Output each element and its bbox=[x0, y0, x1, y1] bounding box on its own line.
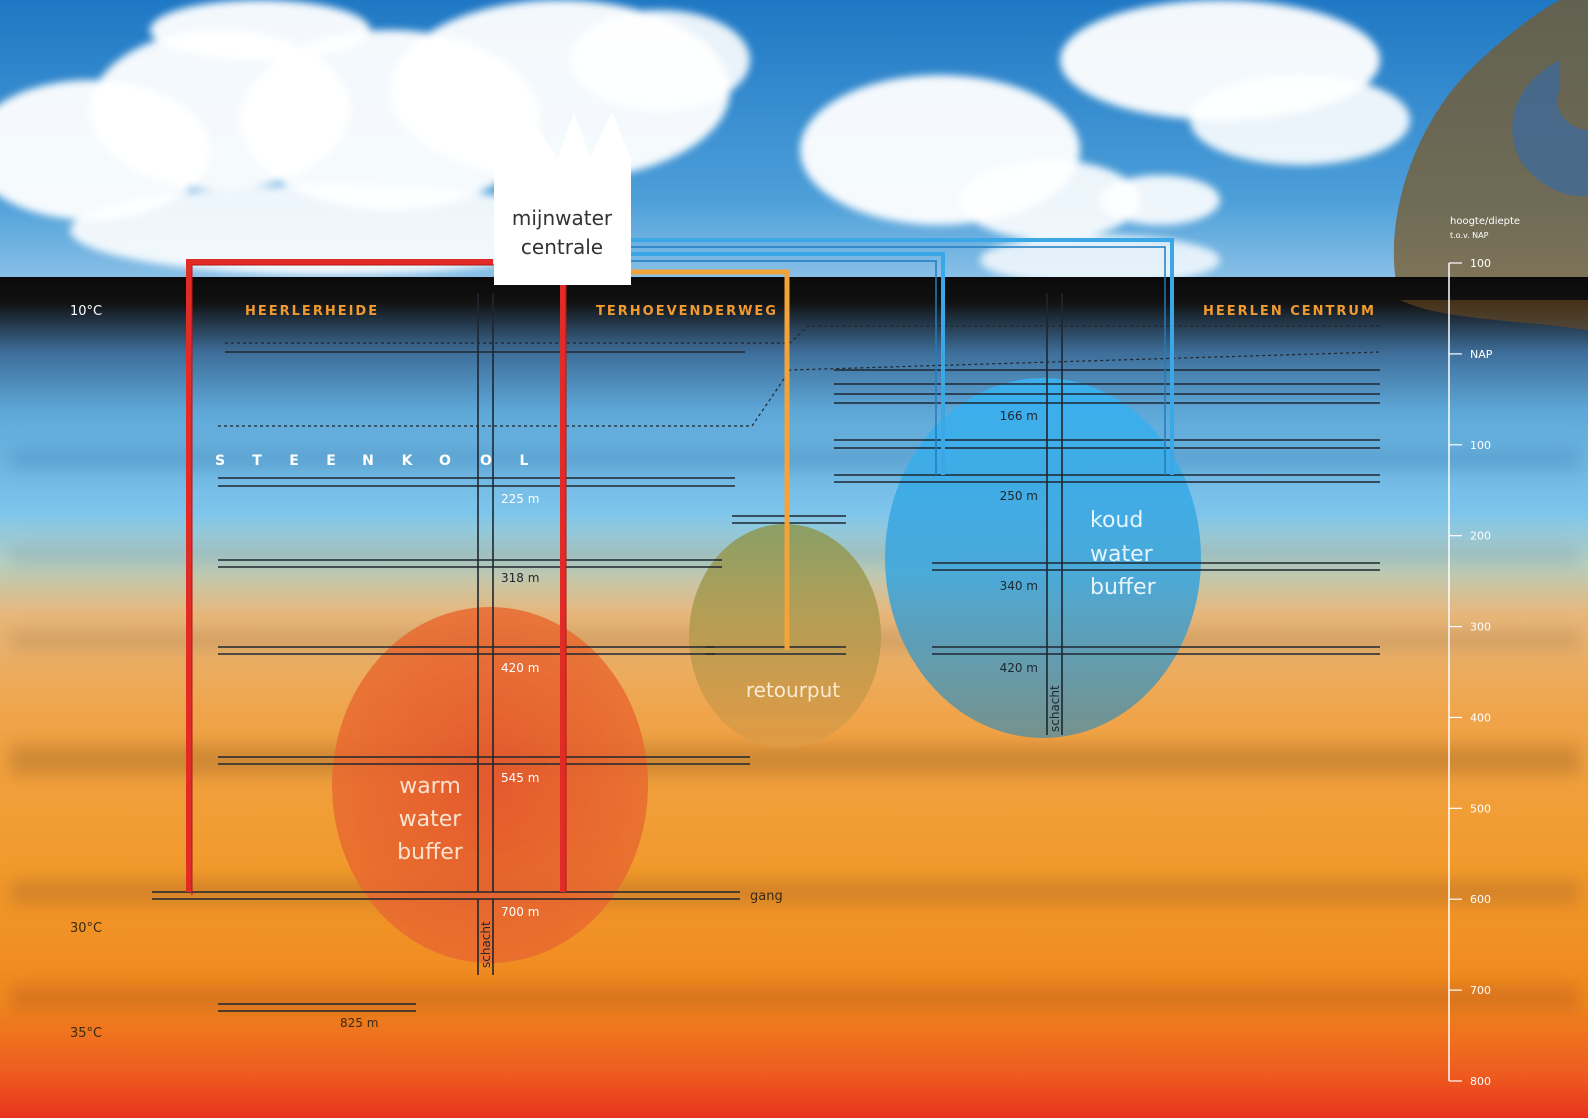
right-depth-labels: 166 m 250 m 340 m 420 m bbox=[1000, 409, 1038, 675]
depth-label: 250 m bbox=[1000, 489, 1038, 503]
cold-buffer-line: water bbox=[1090, 542, 1154, 567]
scale-tick-label: 800 bbox=[1470, 1075, 1491, 1088]
left-shaft bbox=[477, 293, 494, 975]
scale-tick-label: 100 bbox=[1470, 257, 1491, 270]
coal-letter: O bbox=[480, 453, 492, 469]
scale-tick-label: 200 bbox=[1470, 530, 1491, 543]
cold-water-buffer bbox=[885, 378, 1201, 738]
depth-label: 545 m bbox=[501, 771, 539, 785]
depth-label: 166 m bbox=[1000, 409, 1038, 423]
depth-label: 225 m bbox=[501, 492, 539, 506]
coal-letter: E bbox=[289, 453, 299, 469]
coal-layer-label: S T E E N K O O L bbox=[215, 453, 529, 469]
coal-letter: L bbox=[520, 453, 529, 469]
warm-water-buffer bbox=[332, 607, 648, 963]
mine-water-plant: mijnwater centrale bbox=[494, 112, 631, 285]
warm-buffer-label: warm water buffer bbox=[397, 774, 464, 865]
plant-label-line1: mijnwater bbox=[512, 206, 613, 230]
depth-label: 420 m bbox=[501, 661, 539, 675]
return-well-label: retourput bbox=[746, 678, 840, 702]
region-heerlen-centrum: HEERLEN CENTRUM bbox=[1203, 304, 1376, 319]
temperature-labels: 10°C 30°C 35°C bbox=[70, 304, 102, 1041]
scale-tick-label: 700 bbox=[1470, 984, 1491, 997]
plant-label-line2: centrale bbox=[521, 235, 603, 259]
left-shaft-label: schacht bbox=[479, 921, 493, 968]
cold-buffer-line: buffer bbox=[1090, 575, 1157, 600]
coal-letter: N bbox=[362, 453, 374, 469]
depth-label: 318 m bbox=[501, 571, 539, 585]
cold-buffer-label: koud water buffer bbox=[1090, 508, 1157, 600]
warm-buffer-line: buffer bbox=[397, 840, 464, 865]
return-pipe bbox=[631, 269, 790, 650]
deep-gallery-depth: 825 m bbox=[340, 1016, 378, 1030]
scale-title: hoogte/diepte bbox=[1450, 216, 1520, 227]
swirl-lower bbox=[1400, 300, 1588, 330]
scale-tick-label: 400 bbox=[1470, 711, 1491, 724]
mine-galleries bbox=[152, 351, 1380, 1012]
depth-label: 420 m bbox=[1000, 661, 1038, 675]
left-depth-labels: 225 m 318 m 420 m 545 m 700 m bbox=[501, 492, 539, 919]
scale-tick-label: 500 bbox=[1470, 802, 1491, 815]
coal-letter: S bbox=[215, 453, 225, 469]
scale-subtitle: t.o.v. NAP bbox=[1450, 231, 1489, 240]
warm-buffer-line: water bbox=[399, 807, 463, 832]
gallery-label: gang bbox=[750, 889, 783, 904]
depth-label: 700 m bbox=[501, 905, 539, 919]
right-shaft bbox=[1046, 293, 1063, 735]
scale-tick-label: 100 bbox=[1470, 439, 1491, 452]
temperature-mid: 30°C bbox=[70, 921, 102, 936]
fault-lines bbox=[218, 325, 1381, 427]
scale-tick-label: 300 bbox=[1470, 621, 1491, 634]
clouds bbox=[0, 0, 1410, 285]
depth-scale: hoogte/diepte t.o.v. NAP 100NAP100200300… bbox=[1448, 216, 1520, 1088]
coal-letter: O bbox=[439, 453, 451, 469]
temperature-bottom: 35°C bbox=[70, 1026, 102, 1041]
scale-tick-label: 600 bbox=[1470, 893, 1491, 906]
region-terhoevenderweg: TERHOEVENDERWEG bbox=[596, 304, 778, 319]
coal-letter: T bbox=[252, 453, 262, 469]
cold-buffer-line: koud bbox=[1090, 508, 1143, 533]
decorative-swirl bbox=[1393, 0, 1588, 330]
depth-label: 340 m bbox=[1000, 579, 1038, 593]
temperature-top: 10°C bbox=[70, 304, 102, 319]
warm-pipes bbox=[186, 259, 567, 895]
right-shaft-label: schacht bbox=[1048, 685, 1062, 732]
cold-pipes bbox=[631, 238, 1174, 475]
coal-letter: K bbox=[402, 453, 414, 469]
scale-tick-label: NAP bbox=[1470, 348, 1493, 361]
region-heerlerheide: HEERLERHEIDE bbox=[245, 304, 379, 319]
coal-letter: E bbox=[326, 453, 336, 469]
warm-buffer-line: warm bbox=[399, 774, 461, 799]
